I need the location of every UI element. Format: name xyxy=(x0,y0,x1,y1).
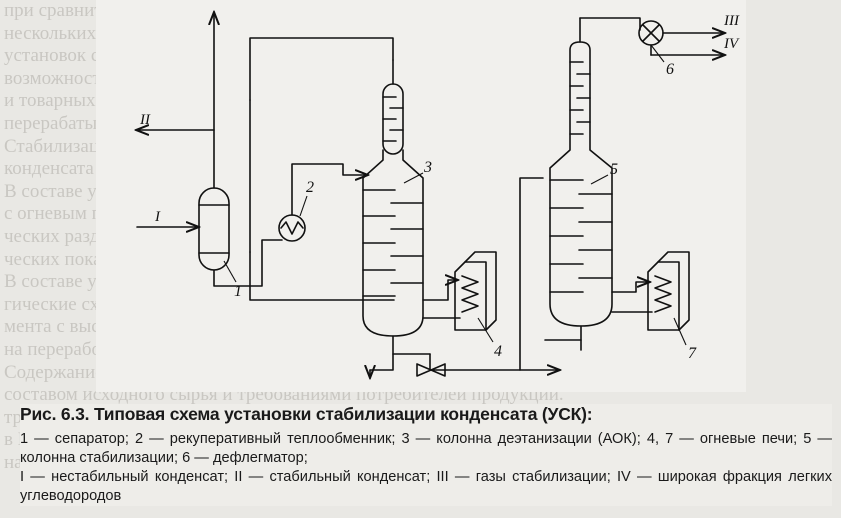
stabilizer-column xyxy=(549,17,613,327)
caption-legend: 1 — сепаратор; 2 — рекуперативный теплоо… xyxy=(20,430,832,506)
label-reflux-condenser: 6 xyxy=(666,61,674,78)
label-deethanizer: 3 xyxy=(423,159,432,176)
label-heat-exchanger: 2 xyxy=(306,179,314,196)
caption-legend-line-2: I — нестабильный конденсат; II — стабиль… xyxy=(20,469,832,504)
label-furnace-4: 4 xyxy=(494,343,502,360)
label-separator: 1 xyxy=(234,283,242,300)
control-valve xyxy=(416,363,446,377)
label-furnace-7: 7 xyxy=(688,345,697,362)
label-stream-IV: IV xyxy=(723,36,740,52)
label-stabilizer: 5 xyxy=(610,161,618,178)
furnace-7 xyxy=(647,251,690,331)
label-stream-II: II xyxy=(139,112,151,128)
figure-caption: Рис. 6.3. Типовая схема установки стабил… xyxy=(20,404,832,506)
furnace-4 xyxy=(454,251,497,331)
caption-title: Рис. 6.3. Типовая схема установки стабил… xyxy=(20,404,593,424)
label-stream-I: I xyxy=(154,209,161,225)
label-stream-III: III xyxy=(723,13,740,29)
caption-legend-line-1: 1 — сепаратор; 2 — рекуперативный теплоо… xyxy=(20,431,832,466)
figure-area xyxy=(96,0,746,392)
